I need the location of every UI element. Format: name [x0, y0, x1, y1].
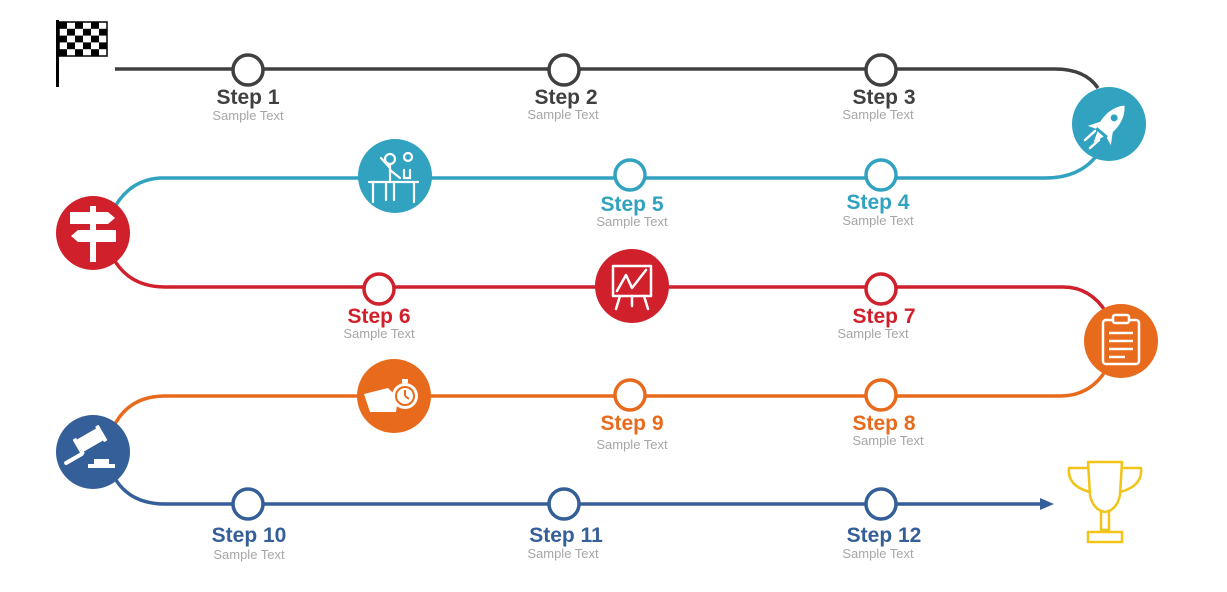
step-4-node: [864, 158, 898, 192]
step-4-subtitle: Sample Text: [842, 213, 914, 228]
step-11-subtitle: Sample Text: [527, 546, 599, 561]
checkered-flag-icon: [56, 20, 108, 87]
step-3-title: Step 3: [852, 86, 915, 109]
step-1-node: [231, 53, 265, 87]
rocket-icon: [1072, 87, 1146, 161]
step-3-subtitle: Sample Text: [842, 107, 914, 122]
step-8-subtitle: Sample Text: [852, 433, 924, 448]
step-8-title: Step 8: [852, 412, 915, 435]
step-9-subtitle: Sample Text: [596, 437, 668, 452]
step-11-node: [547, 487, 581, 521]
track-row-1: [115, 67, 1100, 90]
step-12-subtitle: Sample Text: [842, 546, 914, 561]
scientist-desk-icon: [358, 139, 432, 213]
step-6-title: Step 6: [347, 305, 410, 328]
step-4-title: Step 4: [846, 191, 909, 214]
track-arrowhead: [1040, 498, 1054, 510]
clipboard-icon: [1084, 304, 1158, 378]
step-2-node: [547, 53, 581, 87]
step-5-subtitle: Sample Text: [596, 214, 668, 229]
step-10-node: [231, 487, 265, 521]
track-row-3: [110, 255, 1108, 313]
step-6-subtitle: Sample Text: [343, 326, 415, 341]
step-6-node: [362, 272, 396, 306]
step-3-node: [864, 53, 898, 87]
step-1-subtitle: Sample Text: [212, 108, 284, 123]
step-1-title: Step 1: [216, 86, 279, 109]
step-5-title: Step 5: [600, 193, 663, 216]
signpost-icon: [56, 196, 130, 270]
step-7-subtitle: Sample Text: [837, 326, 909, 341]
step-5-node: [613, 158, 647, 192]
step-7-title: Step 7: [852, 305, 915, 328]
step-12-title: Step 12: [847, 524, 922, 547]
step-8-node: [864, 378, 898, 412]
trophy-icon: [1067, 460, 1143, 544]
step-2-subtitle: Sample Text: [527, 107, 599, 122]
step-9-node: [613, 378, 647, 412]
step-12-node: [864, 487, 898, 521]
step-2-title: Step 2: [534, 86, 597, 109]
step-10-subtitle: Sample Text: [213, 547, 285, 562]
track-row-2: [110, 153, 1099, 213]
step-9-title: Step 9: [600, 412, 663, 435]
track-row-4: [111, 369, 1108, 429]
stopwatch-hand-icon: [357, 359, 431, 433]
step-7-node: [864, 272, 898, 306]
step-11-title: Step 11: [529, 524, 603, 547]
step-10-title: Step 10: [212, 524, 287, 547]
gavel-icon: [56, 415, 130, 489]
track-row-5: [111, 474, 1042, 506]
presentation-board-icon: [595, 249, 669, 323]
